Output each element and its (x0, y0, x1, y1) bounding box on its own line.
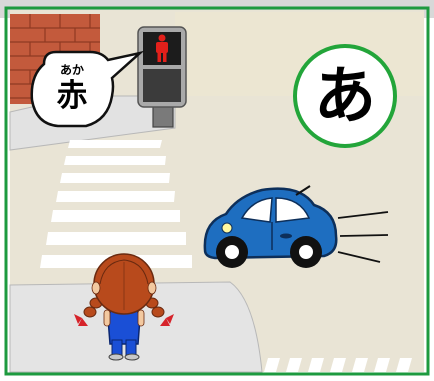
red-standing-figure-icon (156, 34, 168, 62)
speech-bubble (30, 50, 145, 128)
frame-border (4, 6, 430, 376)
bubble-kanji: 赤 (56, 78, 88, 114)
bubble-furigana: あか (59, 63, 84, 77)
car-front-wheel (216, 236, 248, 268)
answer-badge-character: あ (313, 59, 376, 132)
pedestrian-signal (137, 26, 187, 128)
car (203, 185, 338, 268)
girl (74, 253, 174, 361)
answer-badge (293, 44, 397, 148)
crosswalk (40, 140, 192, 268)
crosswalk-lower-right (264, 358, 412, 372)
car-rear-wheel (290, 236, 322, 268)
girl-braid-left (74, 297, 103, 326)
car-motion-lines (337, 211, 389, 263)
